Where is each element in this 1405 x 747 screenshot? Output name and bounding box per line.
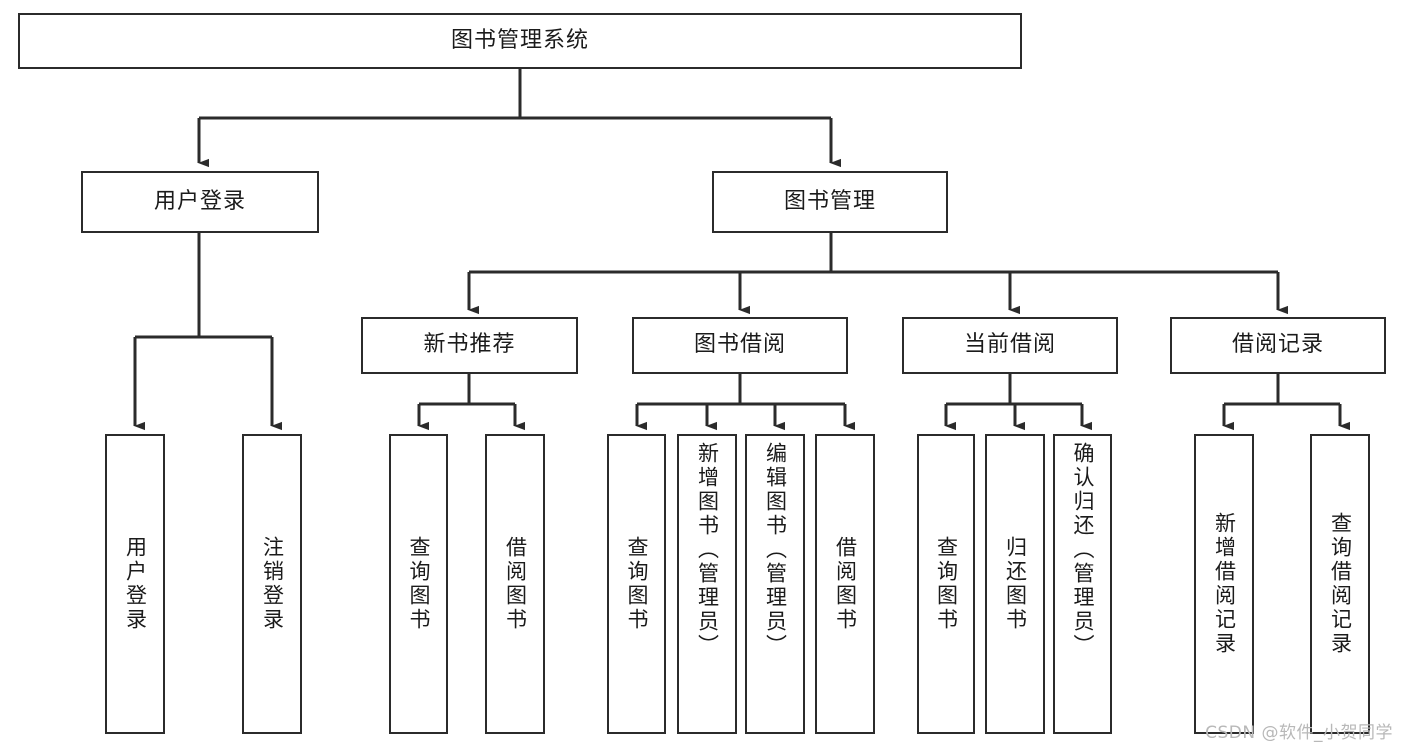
node-leaf-edit-book[interactable]: 编辑图书（管理员） bbox=[745, 434, 805, 734]
node-user-login[interactable]: 用户登录 bbox=[81, 171, 319, 233]
node-label: 查询图书 bbox=[625, 536, 649, 632]
node-root-system[interactable]: 图书管理系统 bbox=[18, 13, 1022, 69]
node-label: 查询图书 bbox=[407, 536, 431, 632]
connector-newbook-to-leaves bbox=[417, 374, 525, 431]
connector-userlogin-to-leaves bbox=[133, 233, 282, 431]
connector-bookmgmt-to-level3 bbox=[467, 233, 1288, 315]
node-current-borrow[interactable]: 当前借阅 bbox=[902, 317, 1118, 374]
connector-currentborrow-to-leaves bbox=[944, 374, 1092, 431]
connector-bookborrow-to-leaves bbox=[635, 374, 855, 431]
node-label: 编辑图书（管理员） bbox=[763, 442, 788, 658]
node-leaf-borrow-book[interactable]: 借阅图书 bbox=[815, 434, 875, 734]
node-label: 图书管理系统 bbox=[450, 27, 589, 53]
node-label: 新书推荐 bbox=[423, 332, 516, 358]
node-leaf-confirm-return[interactable]: 确认归还（管理员） bbox=[1053, 434, 1112, 734]
node-label: 用户登录 bbox=[153, 188, 246, 214]
node-leaf-query-book-borrow[interactable]: 查询图书 bbox=[607, 434, 666, 734]
node-label: 借阅图书 bbox=[503, 536, 528, 632]
node-leaf-query-book-current[interactable]: 查询图书 bbox=[917, 434, 975, 734]
node-book-borrow[interactable]: 图书借阅 bbox=[632, 317, 848, 374]
node-label: 新增借阅记录 bbox=[1212, 512, 1237, 656]
node-label: 确认归还（管理员） bbox=[1071, 442, 1095, 658]
node-label: 查询借阅记录 bbox=[1328, 512, 1353, 656]
connector-borrowrecords-to-leaves bbox=[1222, 374, 1350, 431]
node-book-management[interactable]: 图书管理 bbox=[712, 171, 948, 233]
node-label: 借阅图书 bbox=[833, 536, 858, 632]
node-leaf-user-login[interactable]: 用户登录 bbox=[105, 434, 165, 734]
node-leaf-query-borrow-record[interactable]: 查询借阅记录 bbox=[1310, 434, 1370, 734]
node-leaf-query-book-recommend[interactable]: 查询图书 bbox=[389, 434, 448, 734]
node-leaf-add-borrow-record[interactable]: 新增借阅记录 bbox=[1194, 434, 1254, 734]
node-label: 注销登录 bbox=[260, 536, 285, 632]
node-leaf-add-book[interactable]: 新增图书（管理员） bbox=[677, 434, 737, 734]
node-leaf-borrow-book-recommend[interactable]: 借阅图书 bbox=[485, 434, 545, 734]
node-label: 新增图书（管理员） bbox=[695, 442, 720, 658]
node-label: 查询图书 bbox=[934, 536, 959, 632]
node-label: 用户登录 bbox=[123, 536, 148, 632]
node-label: 当前借阅 bbox=[963, 332, 1056, 358]
node-borrow-records[interactable]: 借阅记录 bbox=[1170, 317, 1386, 374]
node-leaf-logout[interactable]: 注销登录 bbox=[242, 434, 302, 734]
node-new-book-recommend[interactable]: 新书推荐 bbox=[361, 317, 578, 374]
node-label: 图书借阅 bbox=[693, 332, 786, 358]
node-leaf-return-book[interactable]: 归还图书 bbox=[985, 434, 1045, 734]
node-label: 借阅记录 bbox=[1231, 332, 1324, 358]
node-label: 归还图书 bbox=[1003, 536, 1028, 632]
node-label: 图书管理 bbox=[783, 188, 876, 214]
connector-root-to-level2 bbox=[197, 69, 841, 168]
